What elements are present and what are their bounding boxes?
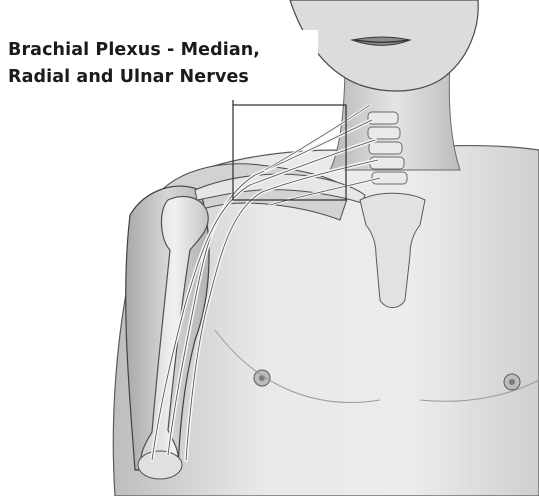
elbow-condyle: [138, 451, 182, 479]
diagram-title-line-2: Radial and Ulnar Nerves: [8, 67, 249, 87]
diagram-title-line-1: Brachial Plexus - Median,: [8, 40, 260, 60]
